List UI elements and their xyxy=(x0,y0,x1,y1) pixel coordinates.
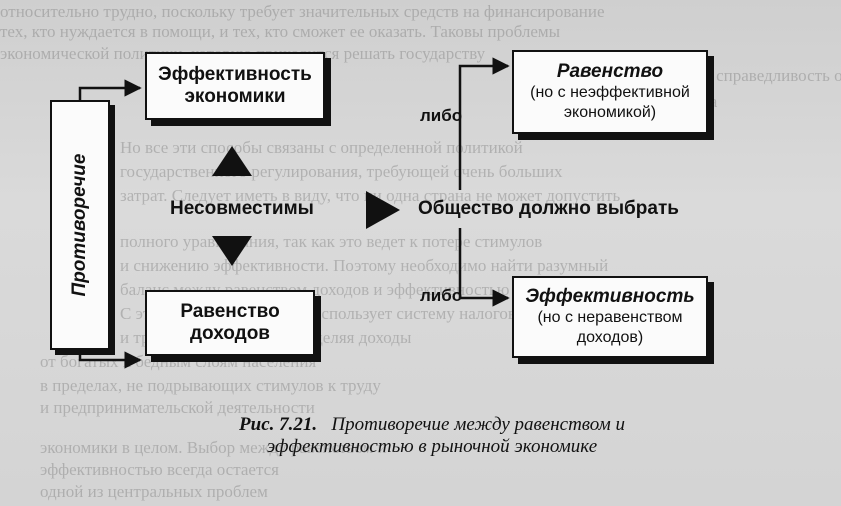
connector-contradiction-to-efficiency xyxy=(78,79,142,100)
efficiency-choice-line2: доходов) xyxy=(576,329,644,346)
connector-to-efficiency-choice xyxy=(458,228,510,307)
efficiency-economy-line2: экономики xyxy=(184,86,286,107)
background-text-line: и предпринимательской деятельности xyxy=(40,398,315,417)
society-must-choose-label: Общество должно выбрать xyxy=(418,198,679,219)
caption-line1: Противоречие между равенством и xyxy=(331,414,625,435)
connector-contradiction-to-equality xyxy=(78,350,142,369)
down-triangle-arrow xyxy=(212,236,252,266)
equality-choice-line1: (но с неэффективной xyxy=(530,84,690,101)
efficiency-economy-line1: Эффективность xyxy=(158,64,312,85)
efficiency-choice-box: Эффективность (но с неравенством доходов… xyxy=(512,276,708,358)
equality-choice-box: Равенство (но с неэффективной экономикой… xyxy=(512,50,708,134)
figure-number: Рис. 7.21. xyxy=(239,414,318,435)
connector-to-equality-choice xyxy=(458,57,510,190)
background-text-line: тех, кто нуждается в помощи, и тех, кто … xyxy=(0,22,561,41)
efficiency-choice-title: Эффективность xyxy=(525,286,695,307)
background-text-line: одной из центральных проблем xyxy=(40,482,268,501)
efficiency-choice-line1: (но с неравенством xyxy=(537,309,683,326)
contradiction-label: Противоречие xyxy=(69,153,90,297)
background-text-line: экономики в целом. Выбор между равенство… xyxy=(40,438,387,457)
equality-income-line1: Равенство xyxy=(180,301,280,322)
up-triangle-arrow xyxy=(212,146,252,176)
caption-line2: эффективностью в рыночной экономике xyxy=(266,436,598,457)
background-text-line: Но все эти способы связаны с определенно… xyxy=(120,138,523,157)
equality-income-line2: доходов xyxy=(190,323,270,344)
contradiction-box: Противоречие xyxy=(50,100,110,350)
background-text-line: и снижению эффективности. Поэтому необхо… xyxy=(120,256,609,275)
equality-income-box: Равенство доходов xyxy=(145,290,315,356)
background-text-line: относительно трудно, поскольку требует з… xyxy=(0,2,605,21)
incompatible-label: Несовместимы xyxy=(170,198,314,219)
equality-choice-title: Равенство xyxy=(556,61,664,82)
figure-caption: Рис. 7.21. Противоречие между равенством… xyxy=(172,414,692,458)
either-label-bottom: либо xyxy=(420,286,463,305)
background-text-line: в пределах, не подрывающих стимулов к тр… xyxy=(40,376,381,395)
background-text-line: эффективностью всегда остается xyxy=(40,460,279,479)
either-label-top: либо xyxy=(420,106,463,125)
equality-choice-line2: экономикой) xyxy=(563,104,657,121)
background-text-line: от богатых к бедным слоям населения xyxy=(40,352,317,371)
efficiency-economy-box: Эффективность экономики xyxy=(145,52,325,120)
right-triangle-arrow xyxy=(366,191,400,229)
